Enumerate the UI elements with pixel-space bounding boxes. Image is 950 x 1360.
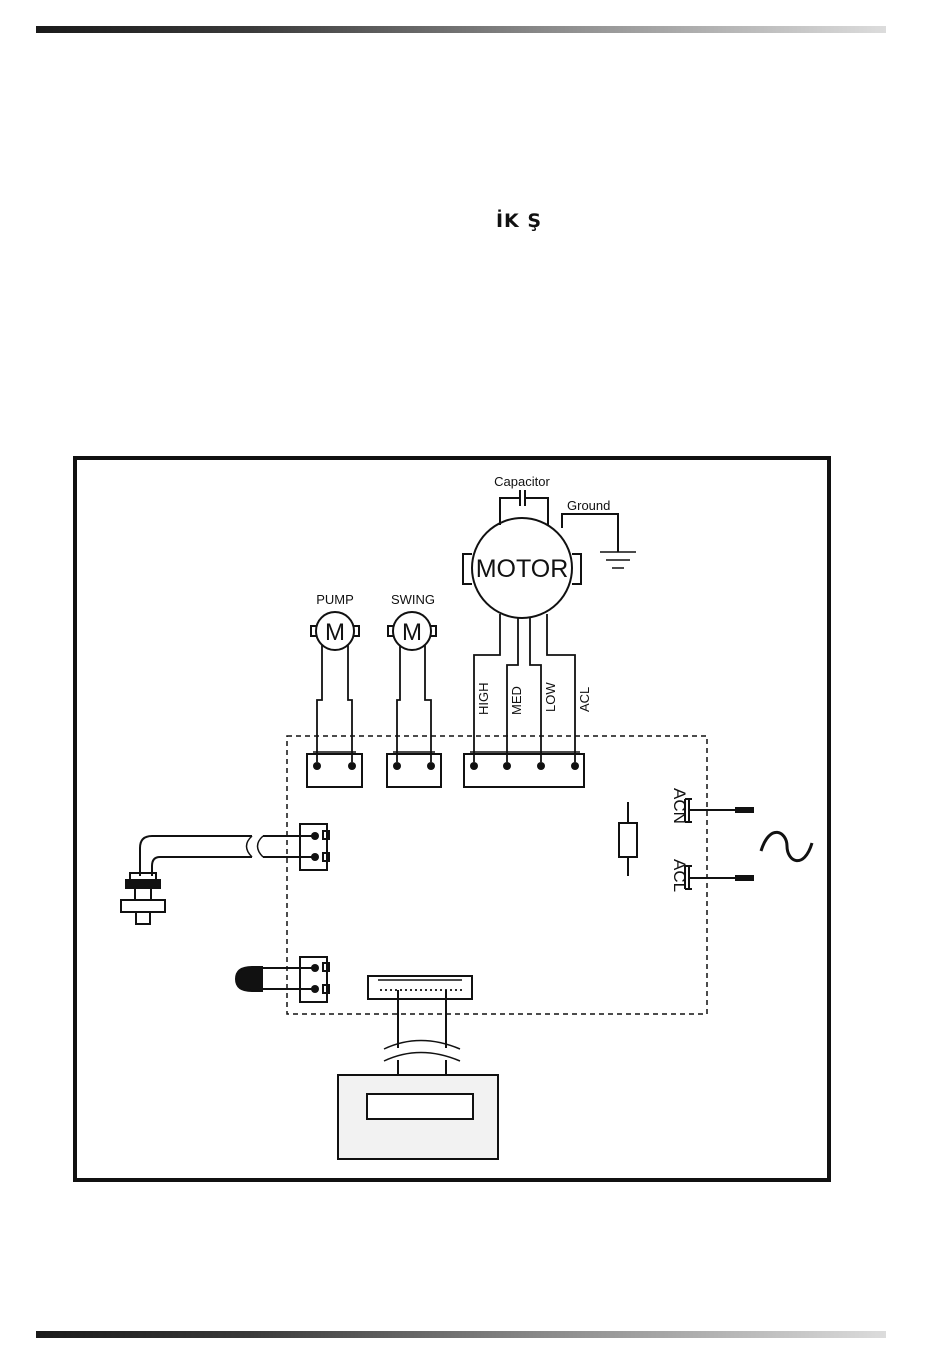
temperature-sensor [236,957,329,1002]
diagram-frame [75,458,829,1180]
capacitor-label: Capacitor [494,474,550,489]
pump-motor-symbol: M [325,619,345,646]
float-sensor [121,824,329,924]
terminal-label-acl: ACL [670,859,689,892]
wire-label-high: HIGH [476,683,491,716]
power-terminals [685,799,754,889]
wire-label-med: MED [509,686,524,715]
wire-label-acl: ACL [577,687,592,712]
control-board [287,736,707,1014]
pump-label: PUMP [316,592,354,607]
swing-label: SWING [391,592,435,607]
motor-label: MOTOR [476,555,569,583]
ground-symbol [562,514,636,568]
wire-label-low: LOW [543,682,558,712]
display-cable [384,990,460,1075]
ac-symbol [761,832,812,860]
display-connector [368,976,472,999]
swing-motor-symbol: M [402,619,422,646]
motor-connector [464,752,584,787]
ground-label: Ground [567,498,610,513]
display-panel [338,1075,498,1159]
fuse-symbol [619,802,637,876]
terminal-label-acn: ACN [670,788,689,824]
connector-pins [311,762,579,993]
bottom-rule [36,1331,886,1338]
